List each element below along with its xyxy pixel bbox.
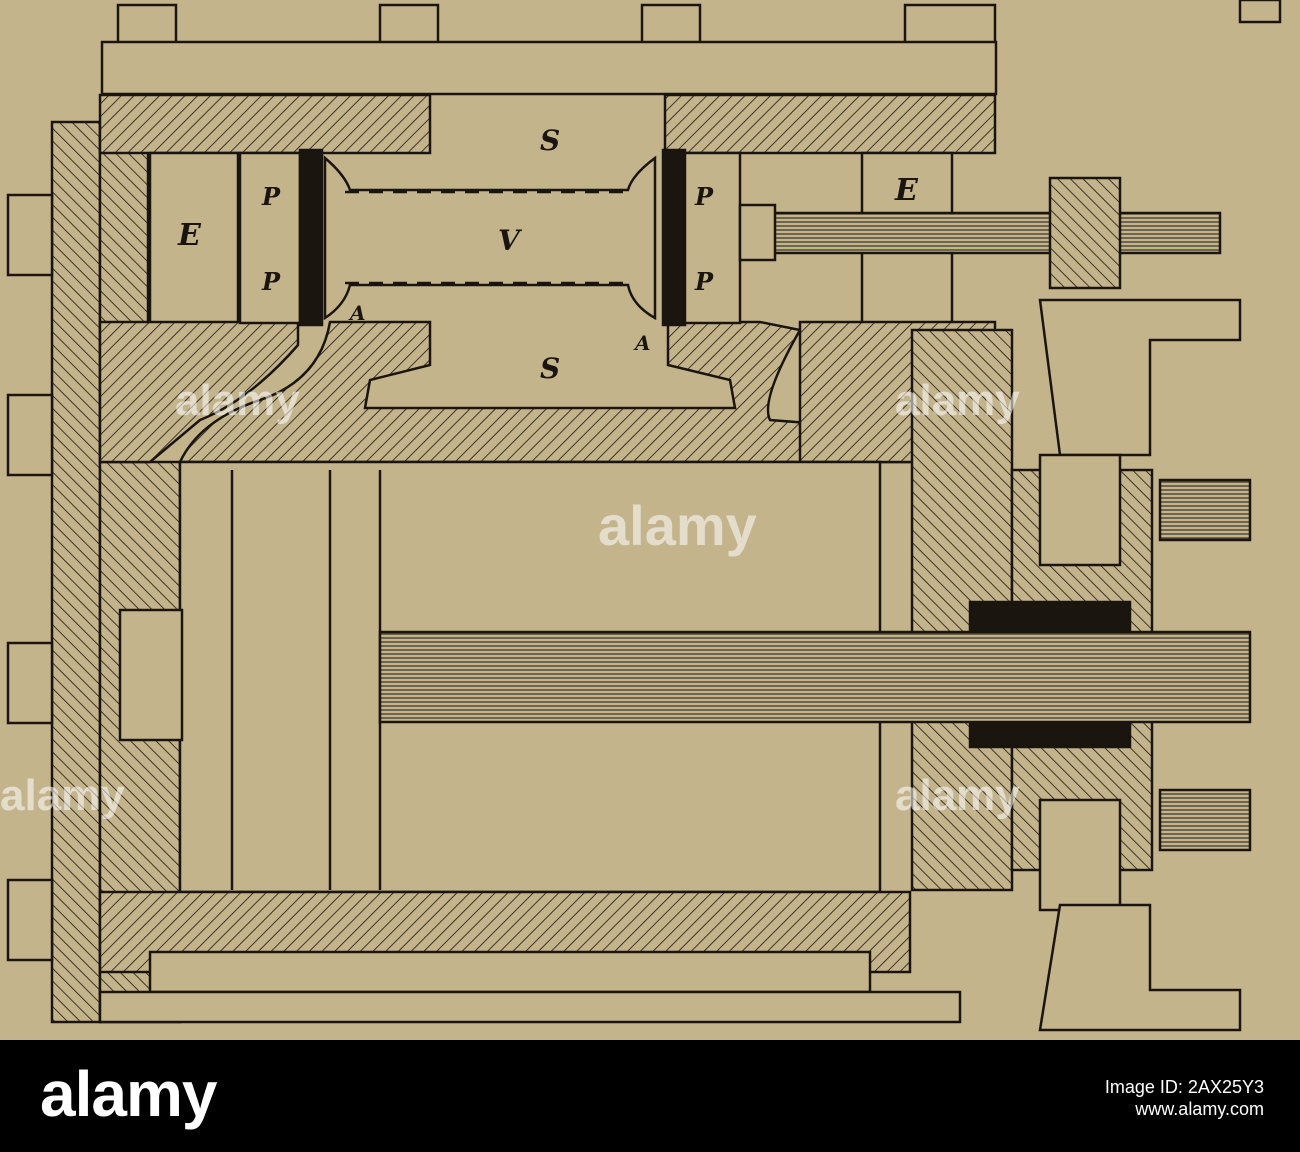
label-a-left: A xyxy=(348,301,366,325)
label-port-right-upper: P xyxy=(694,182,714,211)
steam-chest-cover xyxy=(100,40,998,96)
steam-cylinder-diagram: S S E E V P P P P A A alamy alamy alamy … xyxy=(0,0,1282,1032)
label-exhaust-right: E xyxy=(894,173,919,208)
slide-valve xyxy=(238,148,742,327)
label-a-right: A xyxy=(633,331,651,355)
bottom-cover-plate xyxy=(98,990,962,1024)
piston-nut xyxy=(118,608,184,742)
alamy-logo: alamy xyxy=(40,1058,217,1130)
label-exhaust-left: E xyxy=(177,218,202,253)
label-port-right-lower: P xyxy=(694,267,714,296)
left-bolts xyxy=(6,193,54,962)
footer-url: www.alamy.com xyxy=(1135,1099,1264,1119)
top-bolts xyxy=(116,0,1282,47)
footer-info: Image ID: 2AX25Y3 www.alamy.com xyxy=(1105,1076,1264,1120)
label-port-left-upper: P xyxy=(261,182,281,211)
cylinder-head-left xyxy=(50,120,102,1024)
crosshead-guide xyxy=(1038,176,1252,1032)
image-id: Image ID: 2AX25Y3 xyxy=(1104,1077,1264,1097)
label-steam-bottom: S xyxy=(540,352,560,385)
label-steam-top: S xyxy=(540,124,560,157)
piston-rod xyxy=(378,630,1252,724)
diagram-labels: S S E E V P P P P A A xyxy=(177,124,919,385)
steam-chest-wall-top-left xyxy=(98,93,432,155)
watermark: alamy xyxy=(895,771,1020,820)
watermarks: alamy alamy alamy alamy alamy xyxy=(0,376,1020,820)
footer-bar: alamy Image ID: 2AX25Y3 www.alamy.com xyxy=(0,1040,1300,1152)
valve-seat-block xyxy=(98,320,300,464)
watermark: alamy xyxy=(598,494,757,557)
steam-chest-wall-top-right xyxy=(663,93,997,155)
watermark: alamy xyxy=(895,376,1020,425)
watermark: alamy xyxy=(0,771,125,820)
label-valve: V xyxy=(498,224,523,257)
label-port-left-lower: P xyxy=(261,267,281,296)
watermark: alamy xyxy=(175,376,300,425)
exhaust-chamber-left xyxy=(148,151,240,333)
valve-rod xyxy=(768,211,1222,255)
